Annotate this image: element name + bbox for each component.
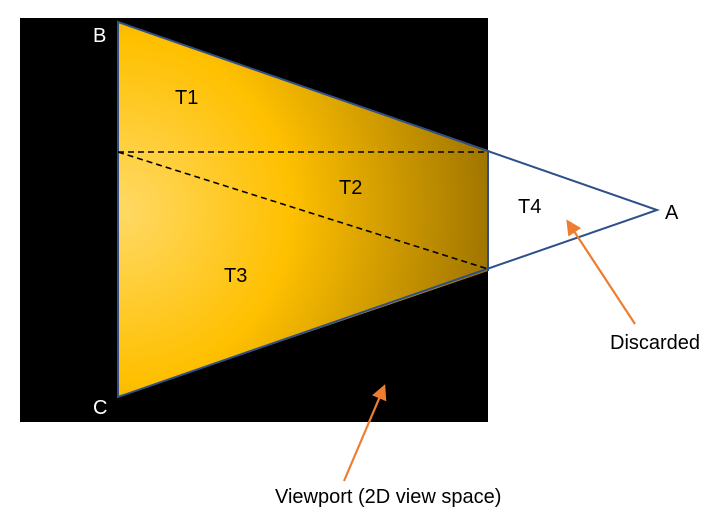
viewport-label: Viewport (2D view space) (275, 486, 501, 508)
triangle-label-t4: T4 (518, 196, 541, 218)
clipped-triangle-region (118, 22, 488, 397)
triangle-abc-outline (117, 20, 661, 399)
discarded-arrow (566, 219, 636, 325)
viewport-arrow (342, 384, 387, 482)
vertex-label-c: C (93, 397, 107, 419)
triangle-label-t2: T2 (339, 177, 362, 199)
discarded-label: Discarded (610, 332, 700, 354)
dashed-split-line-diagonal (117, 151, 489, 270)
triangle-label-t1: T1 (175, 87, 198, 109)
vertex-label-b: B (93, 25, 106, 47)
vertex-label-a: A (665, 202, 679, 224)
triangle-label-t3: T3 (224, 265, 247, 287)
